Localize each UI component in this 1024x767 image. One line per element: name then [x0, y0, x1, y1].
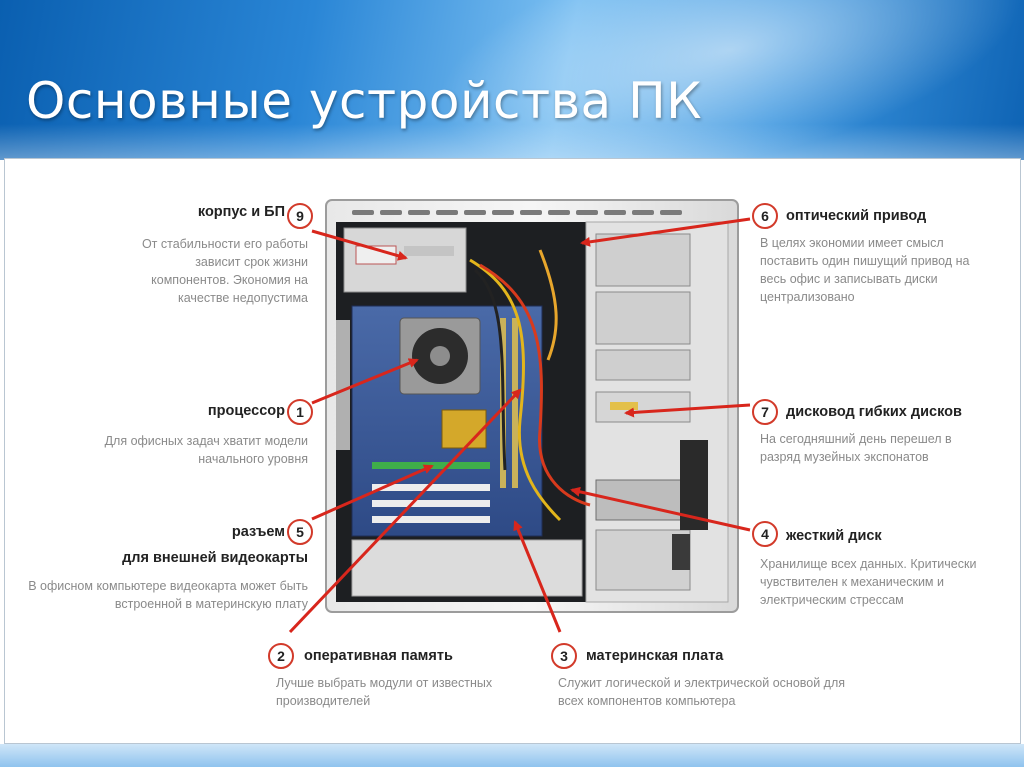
callout-number-badge: 7 [752, 399, 778, 425]
title-banner [0, 0, 1024, 160]
arrow-4 [570, 486, 751, 532]
callout-title-line2: для внешней видеокарты [122, 550, 308, 566]
callout-description: На сегодняшний день перешел в разряд муз… [760, 432, 952, 464]
arrow-2 [288, 388, 522, 634]
callout-description: Хранилище всех данных. Критически чувств… [760, 557, 977, 607]
callout-number-badge: 9 [287, 203, 313, 229]
callout-description: Для офисных задач хватит модели начально… [104, 434, 308, 466]
callout-number-badge: 4 [752, 521, 778, 547]
callout-title: жесткий диск [786, 528, 882, 544]
callout-number-badge: 3 [551, 643, 577, 669]
callout-description: В целях экономии имеет смысл поставить о… [760, 236, 970, 304]
footer-band [0, 744, 1024, 767]
slide-title: Основные устройства ПК [26, 72, 703, 130]
arrow-1 [311, 358, 419, 405]
callout-title: оптический привод [786, 208, 927, 224]
callout-description: Служит логической и электрической осново… [558, 676, 846, 708]
callout-number-badge: 6 [752, 203, 778, 229]
power-supply [343, 227, 467, 293]
callout-number-badge: 1 [287, 399, 313, 425]
case-bottom [351, 539, 583, 597]
arrow-6 [580, 217, 751, 247]
power-cables [469, 249, 591, 522]
callout-title: материнская плата [586, 648, 724, 664]
callout-title: корпус и БП [197, 204, 285, 220]
callout-description: В офисном компьютере видеокарта может бы… [28, 579, 308, 611]
callout-number-badge: 2 [268, 643, 294, 669]
arrow-3 [513, 520, 562, 633]
callout-arrows [288, 217, 751, 634]
callout-description: Лучше выбрать модули от известных произв… [276, 676, 493, 708]
drive-bays [595, 233, 708, 591]
callout-title: процессор [207, 403, 285, 419]
arrow-7 [624, 403, 751, 418]
callout-case-psu: корпус и БП [140, 204, 285, 220]
callout-description: От стабильности его работы зависит срок … [141, 237, 308, 305]
callout-title: разъем [231, 524, 285, 540]
callout-number-badge: 5 [287, 519, 313, 545]
callout-title: оперативная память [304, 648, 453, 664]
callout-title: дисковод гибких дисков [786, 404, 962, 420]
motherboard [336, 305, 543, 537]
arrow-5 [311, 464, 434, 521]
arrow-9 [311, 229, 408, 261]
